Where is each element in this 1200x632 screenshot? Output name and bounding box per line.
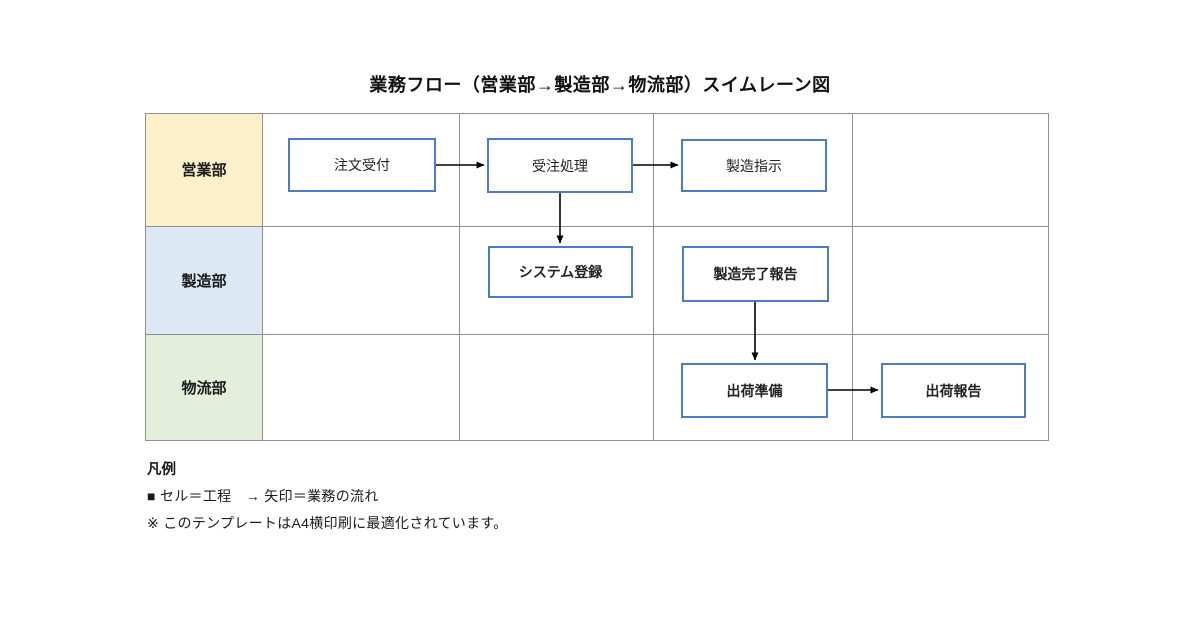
lane-cell-sales-3 <box>654 114 853 227</box>
lane-cell-logistics-1 <box>263 334 460 440</box>
lane-cell-sales-1 <box>263 114 460 227</box>
node-system-registration: システム登録 <box>488 246 633 298</box>
legend-line-a4-note: ※ このテンプレートはA4横印刷に最適化されています。 <box>147 515 508 531</box>
lane-label-manufacturing: 製造部 <box>146 226 263 335</box>
lane-cell-manufacturing-2 <box>460 226 654 335</box>
diagram-title: 業務フロー（営業部→製造部→物流部）スイムレーン図 <box>369 75 831 95</box>
node-manufacturing-instruction: 製造指示 <box>681 139 827 192</box>
lane-label-logistics: 物流部 <box>146 334 263 440</box>
node-manufacturing-complete-report: 製造完了報告 <box>682 246 829 302</box>
node-shipping-report: 出荷報告 <box>881 363 1026 418</box>
lane-cell-manufacturing-3 <box>654 226 853 335</box>
swimlane-table: 営業部 製造部 物流部 <box>145 113 1049 441</box>
lane-cell-manufacturing-1 <box>263 226 460 335</box>
lane-cell-logistics-3 <box>654 334 853 440</box>
lane-label-sales: 営業部 <box>146 114 263 227</box>
lane-cell-sales-4 <box>853 114 1048 227</box>
lane-cell-sales-2 <box>460 114 654 227</box>
legend: 凡例 ■ セル＝工程 → 矢印＝業務の流れ ※ このテンプレートはA4横印刷に最… <box>147 458 508 540</box>
node-order-processing: 受注処理 <box>487 138 633 193</box>
legend-heading: 凡例 <box>147 462 176 478</box>
node-shipping-preparation: 出荷準備 <box>681 363 828 418</box>
legend-line-cell-arrow: ■ セル＝工程 → 矢印＝業務の流れ <box>147 488 379 504</box>
node-order-intake: 注文受付 <box>288 138 436 192</box>
lane-cell-manufacturing-4 <box>853 227 1048 335</box>
lane-cell-logistics-2 <box>460 334 654 440</box>
